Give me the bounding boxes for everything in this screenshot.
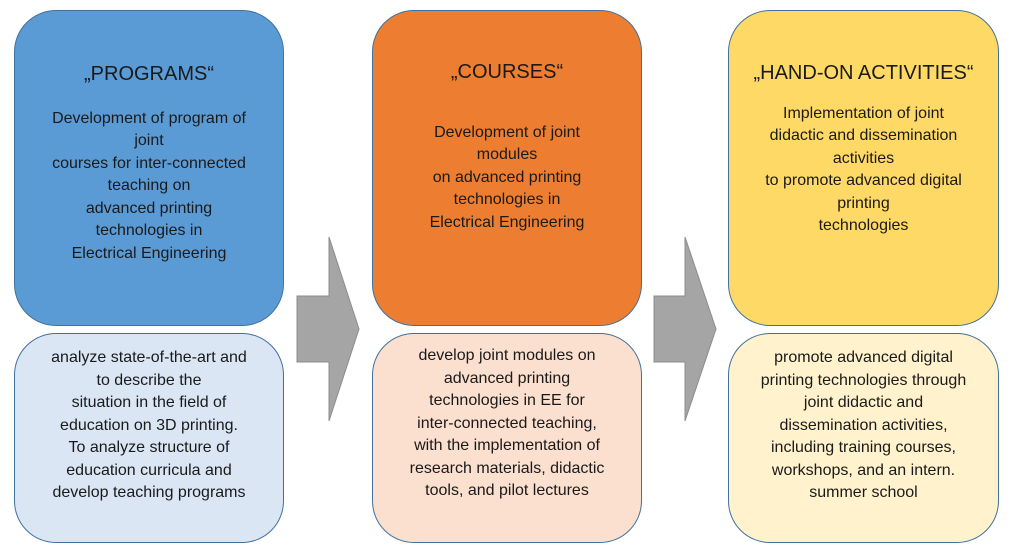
programs-detail-box: analyze state-of-the-art and to describe…	[14, 333, 284, 543]
programs-detail: analyze state-of-the-art and to describe…	[51, 349, 247, 501]
arrow-right-icon	[296, 236, 360, 422]
programs-box: „PROGRAMS“ Development of program of joi…	[14, 10, 284, 326]
activities-description: Implementation of joint didactic and dis…	[765, 104, 962, 235]
activities-detail-box: promote advanced digital printing techno…	[728, 333, 999, 543]
arrow-right-icon	[653, 236, 717, 422]
programs-title: „PROGRAMS“	[84, 63, 214, 85]
courses-detail-box: develop joint modules on advanced printi…	[372, 333, 642, 543]
courses-description: Development of joint modules on advanced…	[429, 123, 585, 231]
courses-title: „COURSES“	[450, 61, 564, 83]
courses-box: „COURSES“ Development of joint modules o…	[372, 10, 642, 326]
activities-title: „HAND-ON ACTIVITIES“	[753, 62, 974, 84]
courses-detail: develop joint modules on advanced printi…	[409, 347, 605, 499]
programs-description: Development of program of joint courses …	[52, 109, 246, 262]
activities-detail: promote advanced digital printing techno…	[760, 349, 967, 501]
activities-box: „HAND-ON ACTIVITIES“ Implementation of j…	[728, 10, 999, 326]
